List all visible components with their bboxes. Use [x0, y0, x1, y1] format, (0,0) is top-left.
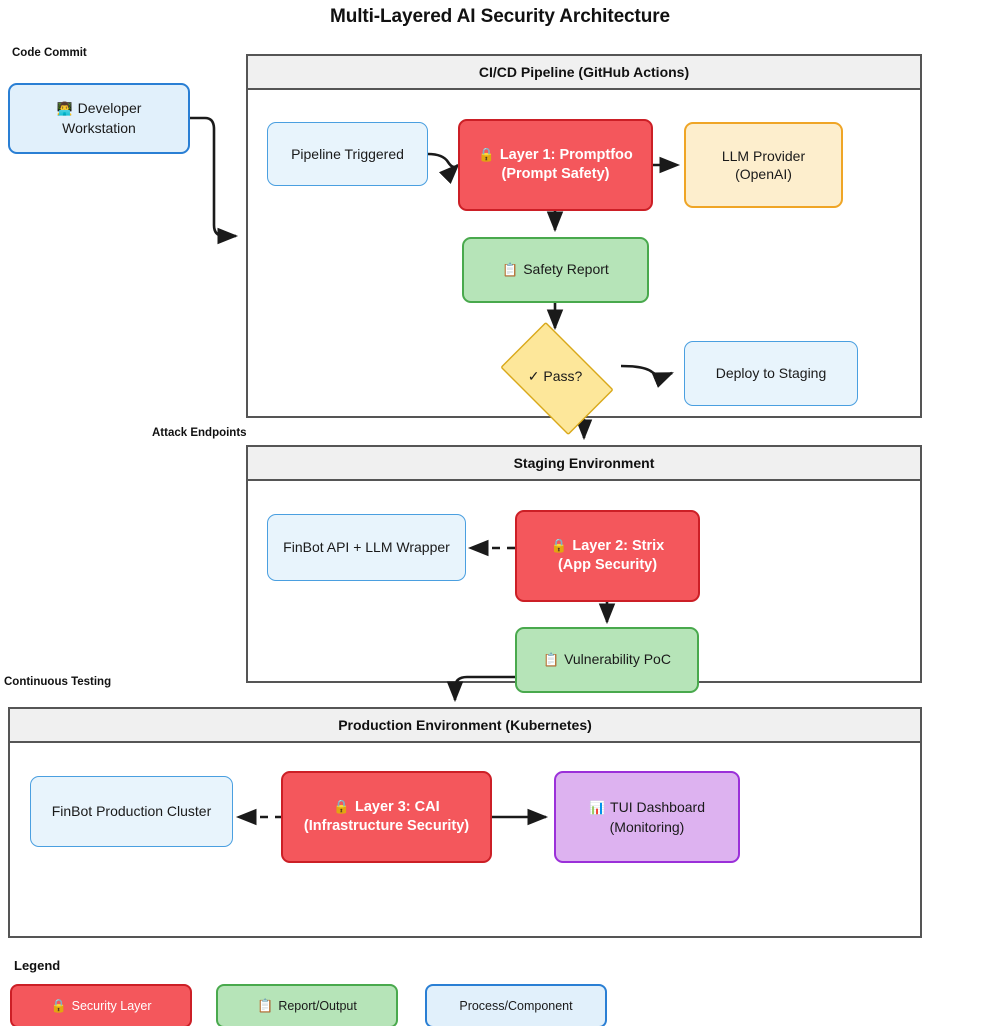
- node-vulnerability-poc[interactable]: 📋 Vulnerability PoC: [515, 627, 699, 693]
- caption-attack-endpoints: Attack Endpoints: [152, 427, 247, 439]
- lock-icon: 🔒: [50, 998, 67, 1014]
- clipboard-icon: 📋: [257, 998, 274, 1014]
- layer3-line1-wrap: 🔒Layer 3: CAI: [333, 798, 439, 817]
- caption-code-commit: Code Commit: [12, 47, 87, 59]
- lock-icon: 🔒: [478, 147, 495, 163]
- pass-decision-label: ✓ Pass?: [527, 368, 583, 384]
- legend-item-process-component-label: Process/Component: [459, 999, 573, 1013]
- finbot-production-label: FinBot Production Cluster: [51, 803, 212, 820]
- node-finbot-production-cluster[interactable]: FinBot Production Cluster: [30, 776, 233, 847]
- safety-report-wrap: 📋 Safety Report: [502, 260, 609, 280]
- clipboard-icon: 📋: [543, 653, 560, 668]
- page-title: Multi-Layered AI Security Architecture: [329, 6, 671, 27]
- node-developer-workstation[interactable]: 👨‍💻Developer Workstation: [8, 83, 190, 154]
- legend-item-report-output-label: Report/Output: [278, 999, 357, 1013]
- safety-report-label: Safety Report: [523, 261, 609, 277]
- caption-continuous-testing: Continuous Testing: [4, 676, 112, 688]
- node-tui-dashboard[interactable]: 📊TUI Dashboard (Monitoring): [554, 771, 740, 863]
- pipeline-triggered-label: Pipeline Triggered: [291, 145, 404, 162]
- vulnerability-poc-label: Vulnerability PoC: [564, 651, 671, 667]
- lock-icon: 🔒: [550, 538, 568, 554]
- legend-item-report-output[interactable]: 📋 Report/Output: [216, 984, 398, 1026]
- deploy-to-staging-label: Deploy to Staging: [715, 365, 827, 382]
- node-finbot-api[interactable]: FinBot API + LLM Wrapper: [267, 514, 466, 581]
- person-at-computer-icon: 👨‍💻: [56, 102, 73, 118]
- tui-dashboard-line2: (Monitoring): [609, 818, 685, 835]
- clipboard-icon: 📋: [502, 263, 519, 278]
- finbot-api-label: FinBot API + LLM Wrapper: [283, 539, 450, 556]
- llm-provider-line1: LLM Provider: [721, 147, 806, 164]
- layer2-line1: Layer 2: Strix: [572, 537, 665, 554]
- layer1-line1-wrap: 🔒Layer 1: Promptfoo: [478, 146, 633, 165]
- node-layer3-cai[interactable]: 🔒Layer 3: CAI (Infrastructure Security): [281, 771, 492, 863]
- layer1-line1: Layer 1: Promptfoo: [499, 146, 633, 163]
- layer2-line2: (App Security): [557, 557, 658, 573]
- layer1-line2: (Prompt Safety): [501, 166, 610, 182]
- group-production-header: Production Environment (Kubernetes): [10, 709, 920, 743]
- node-safety-report[interactable]: 📋 Safety Report: [462, 237, 649, 303]
- node-pipeline-triggered[interactable]: Pipeline Triggered: [267, 122, 428, 186]
- vulnerability-poc-wrap: 📋 Vulnerability PoC: [543, 650, 671, 670]
- node-deploy-to-staging[interactable]: Deploy to Staging: [684, 341, 858, 406]
- node-layer2-strix[interactable]: 🔒Layer 2: Strix (App Security): [515, 510, 700, 602]
- developer-workstation-line1-wrap: 👨‍💻Developer: [57, 99, 142, 119]
- developer-workstation-line1: Developer: [77, 100, 142, 117]
- node-llm-provider[interactable]: LLM Provider (OpenAI): [684, 122, 843, 208]
- developer-workstation-line2: Workstation: [62, 120, 136, 137]
- legend-row: 🔒 Security Layer 📋 Report/Output Process…: [10, 984, 990, 1026]
- lock-icon: 🔒: [333, 799, 350, 815]
- layer2-line1-wrap: 🔒Layer 2: Strix: [551, 537, 665, 556]
- node-layer1-promptfoo[interactable]: 🔒Layer 1: Promptfoo (Prompt Safety): [458, 119, 653, 211]
- group-cicd-pipeline: CI/CD Pipeline (GitHub Actions): [246, 54, 922, 418]
- legend-item-security-layer[interactable]: 🔒 Security Layer: [10, 984, 192, 1026]
- group-staging-header: Staging Environment: [248, 447, 920, 481]
- node-pass-decision[interactable]: ✓ Pass?: [489, 321, 621, 436]
- legend-item-security-layer-label: Security Layer: [71, 999, 152, 1013]
- llm-provider-line2: (OpenAI): [735, 166, 792, 182]
- layer3-line1: Layer 3: CAI: [354, 798, 440, 815]
- legend-title: Legend: [14, 958, 61, 973]
- tui-dashboard-line1-wrap: 📊TUI Dashboard: [589, 798, 705, 818]
- layer3-line2: (Infrastructure Security): [303, 818, 470, 834]
- group-cicd-header: CI/CD Pipeline (GitHub Actions): [248, 56, 920, 90]
- tui-dashboard-line1: TUI Dashboard: [610, 798, 705, 815]
- legend-item-process-component[interactable]: Process/Component: [425, 984, 607, 1026]
- bar-chart-icon: 📊: [589, 800, 606, 816]
- edge-workstation-to-cicd: [190, 116, 239, 245]
